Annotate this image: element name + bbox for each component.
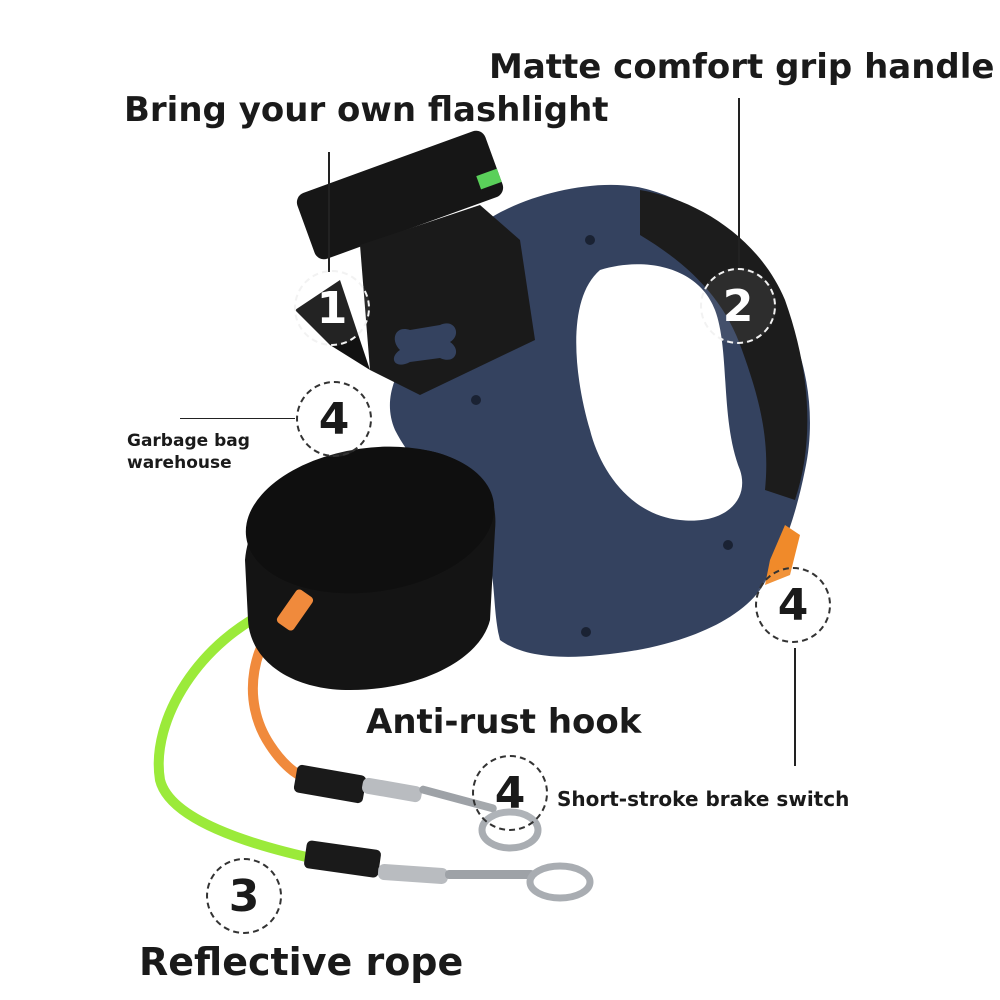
matte-grip	[640, 190, 808, 500]
flashlight-dispenser	[295, 130, 535, 395]
label-grip: Matte comfort grip handle	[489, 47, 995, 87]
label-garbage: Garbage bag warehouse	[127, 431, 250, 474]
screw	[471, 395, 481, 405]
leader-line-brake-vertical	[794, 648, 796, 766]
label-rope: Reflective rope	[139, 940, 464, 984]
screw	[581, 627, 591, 637]
screw	[723, 540, 733, 550]
leader-line-garbage	[180, 418, 295, 419]
handle-hole	[576, 264, 743, 521]
leader-line-grip	[738, 98, 740, 270]
green-rope-sleeve	[304, 840, 381, 878]
marker-hook: 4	[472, 755, 548, 831]
leash-reel	[245, 446, 496, 690]
bone-cutout	[393, 323, 457, 365]
label-brake: Short-stroke brake switch	[557, 787, 850, 811]
marker-brake: 4	[755, 567, 831, 643]
leader-line-flashlight	[328, 152, 330, 272]
screw	[585, 235, 595, 245]
green-rope-hook	[377, 862, 594, 902]
marker-garbage: 4	[296, 381, 372, 457]
label-hook: Anti-rust hook	[366, 702, 642, 742]
marker-rope: 3	[206, 858, 282, 934]
label-flashlight: Bring your own flashlight	[124, 90, 609, 130]
marker-grip: 2	[700, 268, 776, 344]
green-reflective-rope	[153, 603, 325, 865]
orange-rope-sleeve	[293, 764, 367, 804]
marker-flashlight: 1	[294, 270, 370, 346]
